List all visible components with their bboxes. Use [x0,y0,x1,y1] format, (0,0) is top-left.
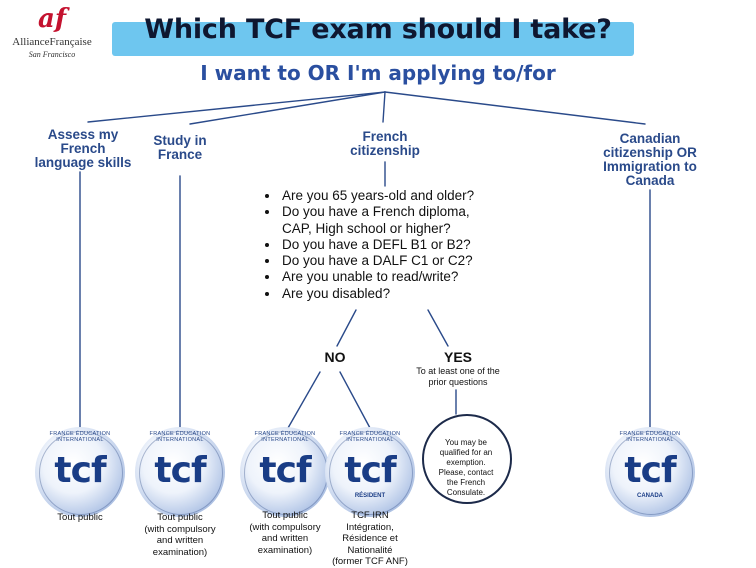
caption-study: Tout public (with compulsory and written… [128,512,232,558]
eligibility-questions: Are you 65 years-old and older? Do you h… [258,188,540,302]
caption-line: TCF IRN [351,510,389,521]
option-line: Assess my [47,127,119,142]
caption-irn: TCF IRN Intégration, Résidence et Nation… [318,510,422,568]
badge-arc-text: FRANCE ÉDUCATION INTERNATIONAL [149,431,211,443]
option-line: French [362,129,408,144]
option-assess-skills: Assess my French language skills [28,128,138,170]
option-study-france: Study in France [140,134,220,162]
caption-line: Résidence et [342,533,398,544]
exemption-line: Consulate. [446,488,486,497]
badge-arc-text: FRANCE ÉDUCATION INTERNATIONAL [49,431,111,443]
option-line: French [60,141,106,156]
caption-line: Nationalité [347,544,393,556]
badge-sub-label: CANADA [637,493,663,499]
exemption-line: You may be [445,438,487,447]
page-subtitle: I want to OR I'm applying to/for [200,61,556,85]
badge-arc-text: FRANCE ÉDUCATION INTERNATIONAL [339,431,401,443]
logo-city: San Francisco [28,50,76,59]
caption-line: Tout public [57,512,103,523]
logo-mark: af [38,4,67,34]
option-line: Immigration to [603,159,697,174]
option-line: France [157,147,203,162]
caption-line: Tout public [157,512,203,523]
option-line: Canadian [619,131,681,146]
badge-arc-text: FRANCE ÉDUCATION INTERNATIONAL [254,431,316,443]
badge-ring [329,431,413,515]
tcf-logo-text: tcf [344,450,396,491]
tcf-badge-study: FRANCE ÉDUCATION INTERNATIONAL tcf [135,427,225,517]
caption-line: (with compulsory [144,523,216,535]
caption-line: examination) [152,546,208,558]
logo-name: AllianceFrançaise [12,36,92,48]
tcf-logo-text: tcf [154,450,206,491]
exemption-line: the French [446,478,486,487]
badge-ring [609,431,693,515]
branch-no: NO [324,349,346,365]
caption-line: and written [261,533,309,544]
option-line: language skills [34,155,132,170]
option-line: Canada [625,173,675,188]
badge-ring [139,431,223,515]
question-item: Are you unable to read/write? [280,269,540,285]
note-line: To at least one of the [416,366,500,376]
note-line: prior questions [428,377,488,387]
question-item: Do you have a French diploma, [280,204,540,220]
caption-line: examination) [257,544,313,556]
tcf-logo-text: tcf [259,450,311,491]
exemption-line: Please, contact [438,468,494,477]
tcf-logo-text: tcf [624,450,676,491]
badge-ring [39,431,123,515]
caption-line: (former TCF ANF) [332,556,408,567]
question-item: Are you disabled? [280,286,540,302]
caption-line: (with compulsory [249,521,321,533]
caption-no: Tout public (with compulsory and written… [233,510,337,556]
option-line: citizenship OR [603,145,697,160]
caption-assess: Tout public [30,512,130,524]
tcf-logo-text: tcf [54,450,106,491]
question-item: Do you have a DEFL B1 or B2? [280,237,540,253]
tcf-badge-assess: FRANCE ÉDUCATION INTERNATIONAL tcf [35,427,125,517]
exemption-line: exemption. [446,458,486,467]
branch-yes: YES [443,349,472,365]
tcf-badge-canada: FRANCE ÉDUCATION INTERNATIONAL tcf CANAD… [605,427,695,517]
tcf-badge-no: FRANCE ÉDUCATION INTERNATIONAL tcf [240,427,330,517]
caption-line: Tout public [262,510,308,521]
option-french-citizenship: French citizenship [335,130,435,158]
caption-line: Intégration, [346,521,394,533]
exemption-line: qualified for an [439,448,493,457]
question-item: CAP, High school or higher? [282,220,451,236]
question-item: Are you 65 years-old and older? [280,188,540,204]
option-line: Study in [153,133,207,148]
exemption-circle [422,414,512,504]
option-canada: Canadian citizenship OR Immigration to C… [590,132,710,188]
tcf-badge-irn: FRANCE ÉDUCATION INTERNATIONAL tcf RÉSID… [325,427,415,517]
badge-arc-text: FRANCE ÉDUCATION INTERNATIONAL [619,431,681,443]
exemption-text: You may be qualified for an exemption. P… [430,438,502,498]
caption-line: and written [156,535,204,546]
title-banner [112,22,634,56]
option-line: citizenship [350,143,420,158]
page-title: Which TCF exam should I take? [144,14,612,45]
branch-yes-note: To at least one of the prior questions [404,366,512,388]
question-item: Do you have a DALF C1 or C2? [280,253,540,269]
badge-sub-label: RÉSIDENT [354,493,386,499]
